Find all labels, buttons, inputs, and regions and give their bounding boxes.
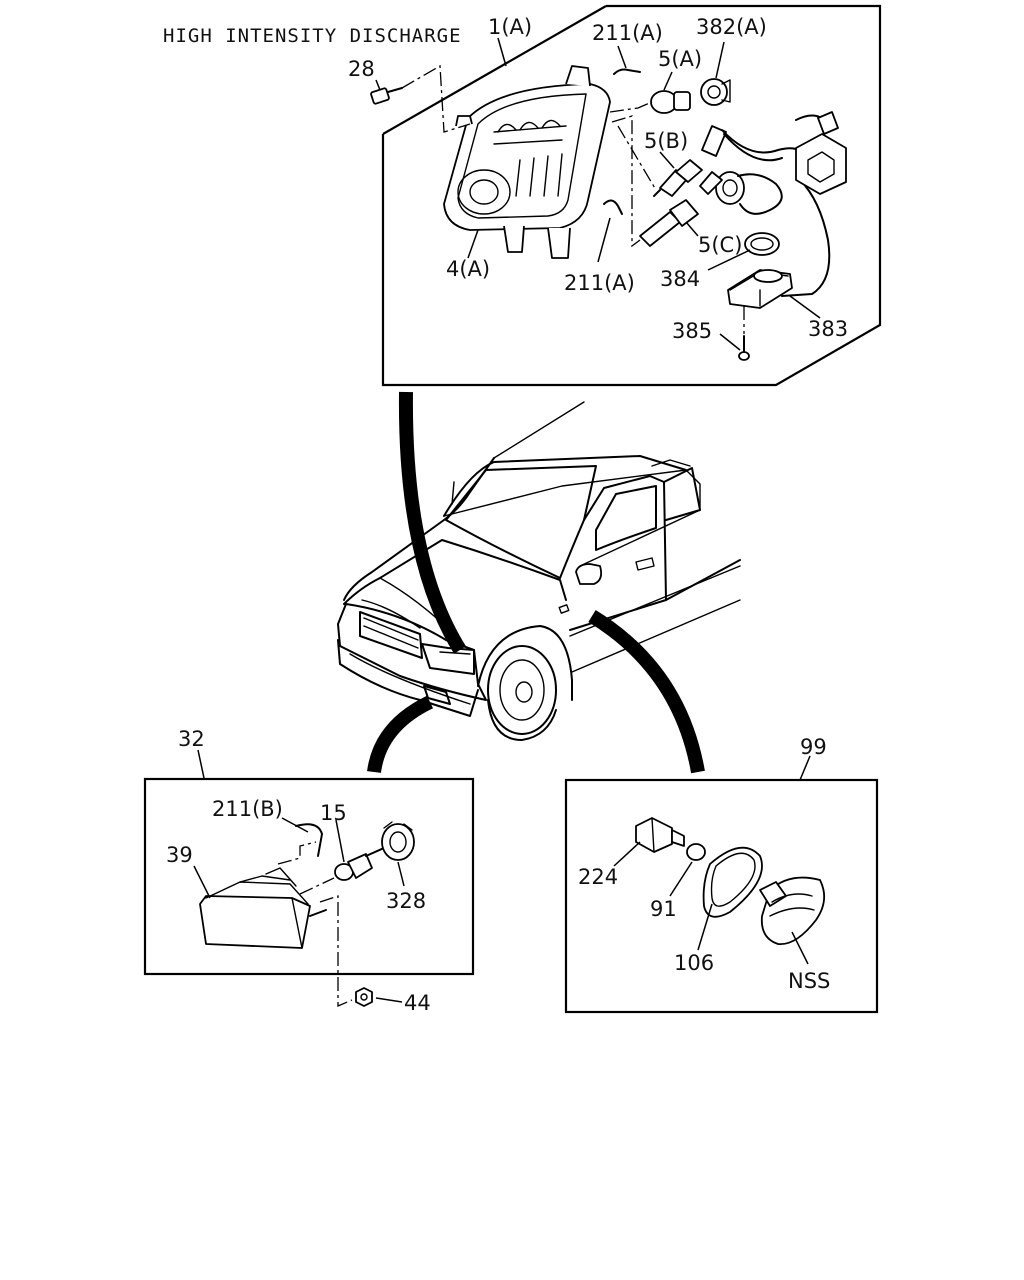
headlamp-panel-frame (381, 4, 882, 387)
headlamp-panel: HIGH INTENSITY DISCHARGE (163, 4, 882, 387)
pointer-arrow-sidelamp (588, 610, 705, 774)
side-lens-nss (759, 876, 826, 945)
callout-211a-top: 211(A) (592, 21, 663, 45)
diagram-title: HIGH INTENSITY DISCHARGE (163, 25, 462, 47)
callout-1a: 1(A) (488, 15, 532, 39)
callout-39: 39 (166, 843, 193, 867)
callout-5a: 5(A) (658, 47, 702, 71)
clip-211a-bottom (603, 199, 623, 215)
bulb-5c (639, 199, 699, 247)
callout-384: 384 (660, 267, 700, 291)
callout-224: 224 (578, 865, 618, 889)
headlamp-housing (443, 65, 611, 259)
callout-382a: 382(A) (696, 15, 767, 39)
bulb-5a (650, 90, 691, 114)
callout-211a-bottom: 211(A) (564, 271, 635, 295)
callout-4a: 4(A) (446, 257, 490, 281)
callout-28: 28 (348, 57, 375, 81)
screw-28 (370, 87, 403, 105)
fog-lamp-panel: 32 211(B) 15 39 328 44 (143, 727, 475, 1015)
socket-382a (700, 78, 731, 106)
pointer-arrow-foglamp (367, 695, 434, 774)
bulb-5b (653, 159, 703, 197)
callout-99: 99 (800, 735, 827, 759)
side-bulb-91 (686, 843, 706, 861)
callout-32: 32 (178, 727, 205, 751)
seal-ring-384 (744, 232, 780, 256)
callout-15: 15 (320, 801, 347, 825)
callout-106: 106 (674, 951, 714, 975)
ballast-383 (727, 269, 793, 309)
fog-lamp-panel-frame (143, 777, 475, 976)
harness-connector (795, 111, 847, 195)
screw-385 (738, 335, 750, 361)
callout-211b: 211(B) (212, 797, 283, 821)
callout-328: 328 (386, 889, 426, 913)
callout-5b: 5(B) (644, 129, 688, 153)
side-lamp-panel-frame (564, 778, 879, 1014)
callout-5c: 5(C) (698, 233, 742, 257)
pointer-arrow-headlamp (398, 391, 466, 654)
callout-44: 44 (404, 991, 431, 1015)
fog-bulb-15 (334, 847, 385, 881)
vehicle-illustration (337, 401, 741, 741)
side-socket-224 (635, 817, 685, 853)
fog-lamp-39 (199, 867, 327, 949)
fog-socket-328 (381, 821, 415, 861)
callout-385: 385 (672, 319, 712, 343)
side-lamp-panel: 99 224 91 106 NSS (564, 735, 879, 1014)
fog-clip-211b (295, 823, 323, 857)
callout-nss: NSS (788, 969, 830, 993)
gasket-106 (702, 846, 763, 918)
igniter-socket (699, 125, 745, 205)
callout-91: 91 (650, 897, 677, 921)
callout-383: 383 (808, 317, 848, 341)
nut-44 (355, 987, 373, 1007)
clip-211a-top (613, 68, 641, 75)
